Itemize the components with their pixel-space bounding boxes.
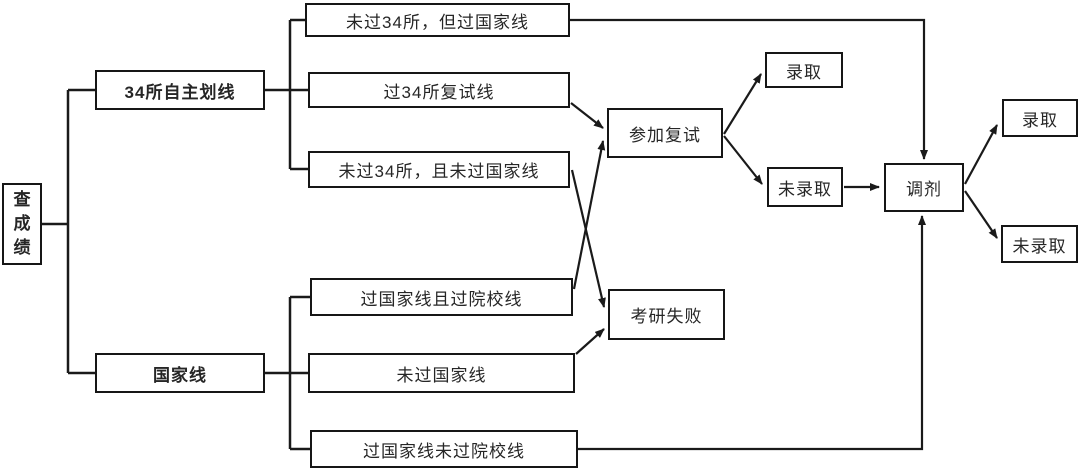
node-label: 未过国家线 [396,365,487,385]
edge-pass-national-pass-school-to-retest [572,140,606,290]
node-pass-national-fail-school: 过国家线未过院校线 [310,430,578,468]
edge-transfer-to-not-admitted [964,190,998,239]
node-label: 过国家线且过院校线 [360,289,523,309]
edge-retest-to-admitted [723,73,762,135]
edge-fail-national-to-exam-failed [575,328,605,355]
node-label: 未录取 [778,179,832,199]
edge-pass34-to-retest [570,102,604,129]
node-fail-national: 未过国家线 [308,353,575,393]
node-label: 未过34所，但过国家线 [346,12,529,32]
node-label: 录取 [786,62,822,82]
node-label: 未过34所，且未过国家线 [338,162,540,181]
node-check-score: 查成绩 [2,183,42,265]
node-pass-national-pass-school: 过国家线且过院校线 [310,278,573,316]
node-transfer: 调剂 [884,163,964,212]
node-label: 考研失败 [630,307,703,326]
node-label: 录取 [1022,110,1058,130]
node-exam-failed: 考研失败 [608,289,725,340]
node-pass34-retest-line: 过34所复试线 [308,72,570,108]
node-label: 国家线 [153,365,207,385]
node-transfer-not-admitted: 未录取 [1001,225,1078,263]
node-retest-admitted: 录取 [765,52,843,88]
node-label: 查成绩 [13,189,31,258]
edge-retest-to-not-admitted [723,135,763,185]
edge-pass-national-fail-school-to-transfer [578,215,926,451]
node-label: 未录取 [1012,236,1067,256]
node-label: 过34所复试线 [383,82,495,102]
node-label: 过国家线未过院校线 [363,441,525,461]
edge-transfer-to-admitted [964,124,998,185]
node-transfer-admitted: 录取 [1002,99,1078,137]
node-retest: 参加复试 [607,108,723,158]
node-label: 调剂 [906,180,942,199]
node-fail34-fail-national: 未过34所，且未过国家线 [308,151,570,188]
node-fail34-pass-national: 未过34所，但过国家线 [305,3,570,37]
edge-fail34-pass-national-to-transfer [570,18,928,160]
edge-fail34-fail-national-to-exam-failed [570,169,606,308]
node-national-line: 国家线 [95,353,265,393]
node-line34: 34所自主划线 [95,70,265,110]
node-label: 参加复试 [629,125,701,145]
node-retest-not-admitted: 未录取 [767,167,843,207]
node-label: 34所自主划线 [124,82,236,102]
